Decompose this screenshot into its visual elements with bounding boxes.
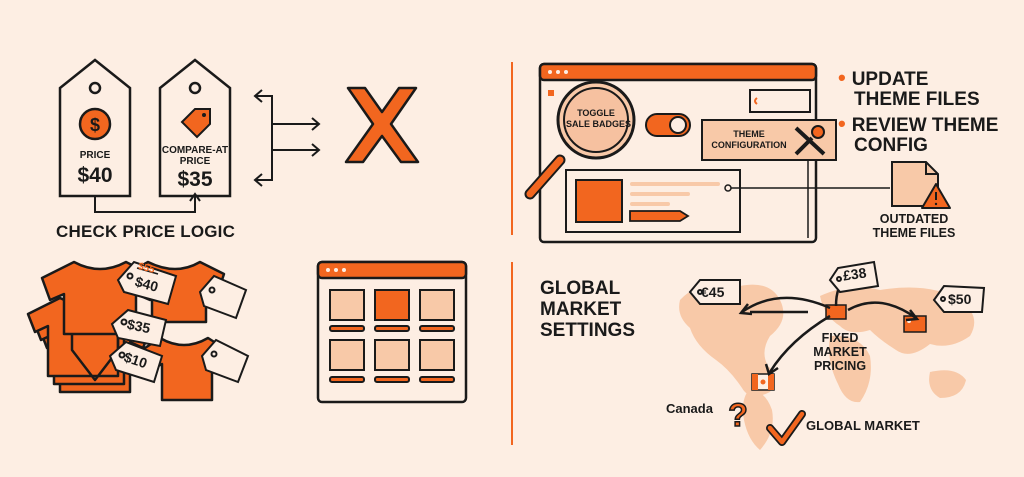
canada-label: Canada [666, 401, 713, 416]
blank-tag-2 [200, 338, 250, 384]
dollar-coin-icon: $ [90, 115, 100, 135]
price-eur: €45 [701, 284, 725, 300]
price-value: $40 [77, 164, 113, 187]
x-mark-icon [344, 86, 420, 164]
product-card [565, 169, 741, 233]
tag-connector [94, 196, 196, 213]
shirt-price-tag-1 [116, 260, 178, 306]
check-price-logic-caption: CHECK PRICE LOGIC [56, 222, 236, 241]
price-tag [58, 58, 132, 198]
price-usd: $50 [948, 291, 972, 307]
shirt-price-tag-3 [108, 340, 164, 384]
currency-tag-gbp [828, 260, 880, 294]
canada-flag-icon [751, 373, 775, 391]
compare-at-value: $35 [177, 168, 213, 191]
currency-tag-usd [932, 284, 986, 313]
question-mark-icon: ? [727, 396, 748, 434]
currency-tag-eur [688, 279, 741, 305]
product-grid [329, 289, 455, 383]
price-label: PRICE [79, 150, 111, 161]
magnifier-icon [524, 80, 636, 200]
global-market-label: GLOBAL MARKET [806, 418, 920, 433]
blank-tag-1 [198, 274, 248, 320]
warning-icon [921, 183, 951, 209]
svg-text:?: ? [728, 397, 748, 433]
tools-icon [794, 125, 826, 156]
strikethrough [136, 267, 159, 275]
comparison-arrows [253, 89, 321, 187]
price-gbp: £38 [842, 264, 868, 284]
sale-badge-toggle [645, 113, 691, 137]
checkmark-icon [766, 410, 806, 446]
world-map [679, 283, 975, 450]
price-tag-icon [180, 108, 211, 139]
shirt-price-tag-2 [110, 308, 168, 348]
